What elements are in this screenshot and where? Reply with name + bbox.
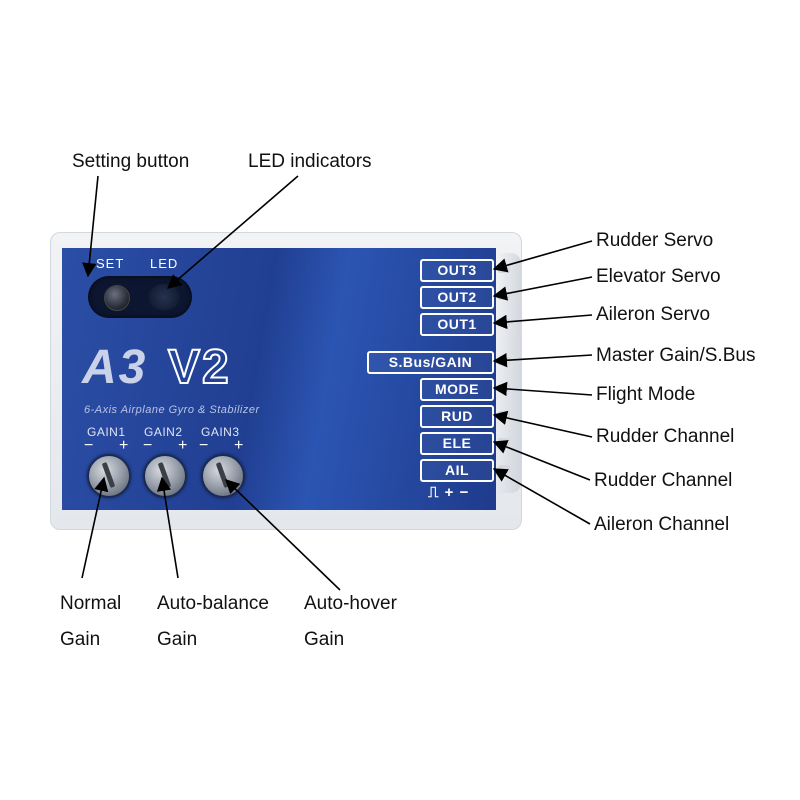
auto-hover-gain-line-2: Gain [304,629,345,650]
auto-hover-gain-line-1: Auto-hover [304,593,397,614]
leader-rudder-servo [492,240,593,273]
setting-button[interactable] [104,285,130,311]
leader-setting-button [82,175,99,278]
port-out2: OUT2 [420,286,494,309]
leader-normal-gain [81,476,109,579]
normal-gain-line-2: Gain [60,629,101,650]
elevator-servo-callout: Elevator Servo [596,266,721,287]
gain2-label: GAIN2 [144,425,183,439]
leader-aileron-servo [492,314,593,330]
normal-gain-callout: Normal Gain [60,586,121,658]
rudder-channel-callout-2: Rudder Channel [594,470,733,491]
aileron-servo-callout: Aileron Servo [596,304,711,325]
rudder-servo-callout: Rudder Servo [596,230,714,251]
gain2-plus: + [178,437,188,454]
flight-mode-callout: Flight Mode [596,384,696,405]
leader-auto-hover-gain [224,479,341,591]
leader-rudder-channel-1 [492,410,593,438]
auto-balance-gain-line-2: Gain [157,629,198,650]
gain1-label: GAIN1 [87,425,126,439]
gain3-plus: + [234,437,244,454]
gain1-plus: + [119,437,129,454]
led-label: LED [150,256,179,271]
leader-led-indicators [166,175,299,289]
set-label: SET [96,256,125,271]
gain3-label: GAIN3 [201,425,240,439]
auto-hover-gain-callout: Auto-hover Gain [304,586,397,658]
normal-gain-line-1: Normal [60,593,122,614]
port-mode: MODE [420,378,494,401]
leader-rudder-channel-2 [492,440,591,481]
leader-flight-mode [492,381,593,397]
gain3-minus: − [199,437,209,454]
port-sbus-gain: S.Bus/GAIN [367,351,494,374]
port-rud: RUD [420,405,494,428]
leader-master-gain [492,353,593,368]
gain2-minus: − [143,437,153,454]
leader-elevator-servo [492,276,593,301]
leader-auto-balance-gain [156,476,179,579]
gain1-minus: − [84,437,94,454]
master-gain-callout: Master Gain/S.Bus [596,345,756,366]
setting-button-callout: Setting button [72,151,190,172]
auto-balance-gain-callout: Auto-balance Gain [157,586,269,658]
model-name: A3 [82,341,148,394]
led-indicators-callout: LED indicators [248,151,372,172]
auto-balance-gain-line-1: Auto-balance [157,593,269,614]
model-version: V2 [167,340,231,395]
aileron-channel-callout: Aileron Channel [594,514,730,535]
rudder-channel-callout-1: Rudder Channel [596,426,735,447]
port-out3: OUT3 [420,259,494,282]
signal-plus-minus-legend: ⎍ + − [428,484,470,501]
device-subtitle: 6-Axis Airplane Gyro & Stabilizer [84,404,260,416]
leader-aileron-channel [492,468,591,525]
